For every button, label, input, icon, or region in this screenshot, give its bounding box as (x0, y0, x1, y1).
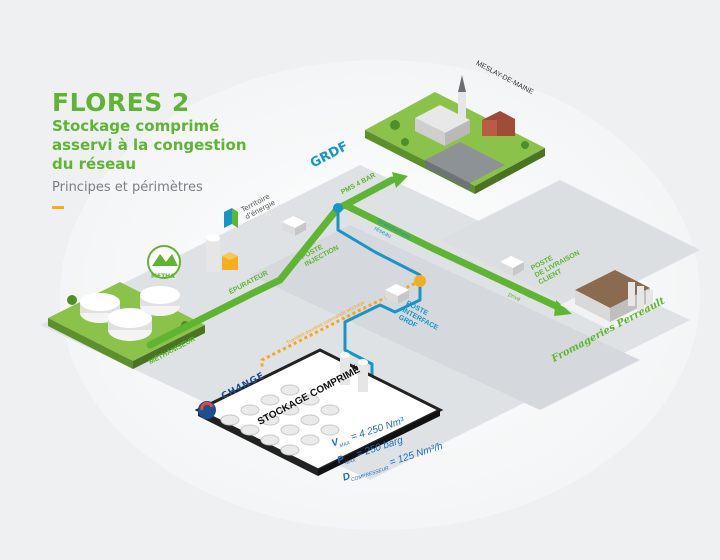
poste-livraison-box (500, 256, 524, 276)
ground-platform-right (440, 180, 700, 310)
page-subtitle: Stockage comprimé asservi à la congestio… (52, 117, 282, 174)
territoire-logo (224, 208, 238, 228)
poste-interface-box (385, 284, 409, 304)
poste-injection-box (282, 216, 306, 236)
subtitle-line: du réseau (52, 155, 137, 173)
spec-sub: MAX (338, 440, 351, 450)
subtitle-line: Stockage comprimé (52, 117, 220, 135)
change-logo (198, 401, 216, 419)
accent-dash (52, 206, 64, 209)
village-tile (365, 75, 545, 194)
epurateur-silo (206, 234, 238, 272)
page-title: FLORES 2 (52, 88, 190, 117)
page-tagline: Principes et périmètres (52, 180, 203, 195)
orange-junction (414, 275, 426, 287)
spec-sub: MAX (344, 457, 357, 467)
green-arrow-head-client (554, 300, 572, 316)
storage-enclosure (194, 348, 444, 476)
green-pipeline (146, 176, 564, 349)
methaniseur-tile (48, 282, 205, 369)
blue-junction (333, 203, 343, 213)
orange-data-line (260, 279, 421, 368)
metha-logo-text: METHA (151, 273, 175, 280)
subtitle-line: asservi à la congestion (52, 136, 247, 154)
metha-logo (147, 245, 181, 279)
ground-platform-road (250, 225, 640, 410)
fromagerie-tile (560, 270, 660, 330)
green-arrow-head-village (392, 172, 408, 188)
